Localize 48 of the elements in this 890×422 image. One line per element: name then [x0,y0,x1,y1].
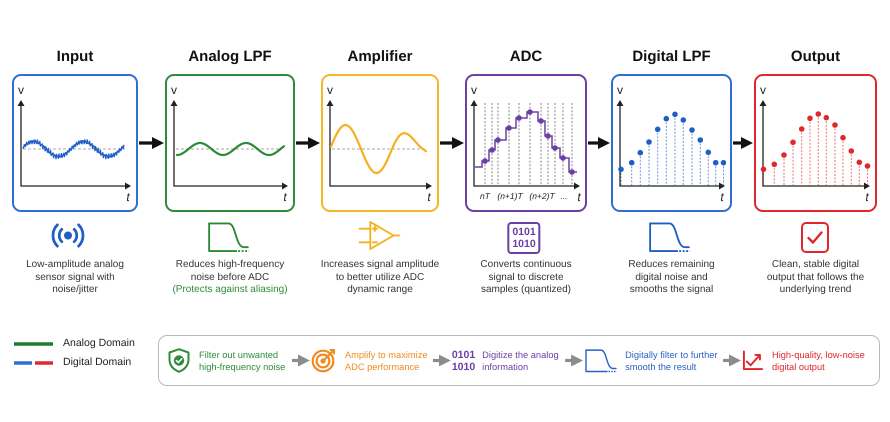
stage-description: Reduces high-frequency noise before ADC [174,259,286,284]
axis-label: v [760,83,766,97]
arrow [723,354,741,366]
stage-title: Input [56,48,94,66]
axis-label: t [577,190,581,204]
stage-description: (Protects against aliasing) [171,284,289,296]
axis-label: v [18,83,24,97]
step-caption: Digitize the analog information [482,348,560,372]
stage-title: Output [790,48,840,66]
tick-label: (n+1)T [497,191,523,201]
stage-description: Reduces remaining digital noise and smooths the signal [627,259,716,296]
axis-label: t [427,190,431,204]
tick-label: (n+2)T [529,191,555,201]
axis-label: v [471,83,477,97]
axis-label: t [126,190,130,204]
arrow [139,137,164,149]
step-caption: Digitally filter to further smooth the result [625,348,719,372]
axis-label: v [617,83,623,97]
arrow [292,354,310,366]
arrow [565,354,584,366]
binary-code-tile: 0101 1010 [507,222,541,254]
axis-label: v [171,83,177,97]
stage-description: Clean, stable digital output that follows the underlying trend [766,259,866,296]
arrow [733,137,753,149]
legend-label: Analog Domain [63,337,135,350]
stage-description: Increases signal amplitude to better utilize ADC dynamic range [320,259,440,296]
arrow [588,137,610,149]
step-caption: Filter out unwanted high-frequency noise [199,348,286,372]
axis-label: t [720,190,724,204]
axis-label: t [283,190,287,204]
summary-panel [158,335,880,386]
tick-label: nT [480,191,490,201]
stage-title: ADC [510,48,542,66]
step-caption: Amplify to maximize ADC performance [344,348,429,372]
legend-label: Digital Domain [63,356,132,369]
binary-code-text: 0101 1010 [452,348,476,372]
stage-description: Low-amplitude analog sensor signal with noise/jitter [25,259,125,296]
axis-label: v [327,83,333,97]
stage-title: Digital LPF [632,48,711,66]
arrow [440,137,464,149]
stage-description: Converts continuous signal to discrete samples (quantized) [479,259,573,296]
stage-title: Amplifier [348,48,412,66]
step-caption: High-quality, low-noise digital output [772,348,866,372]
stage-title: Analog LPF [188,48,272,66]
axis-label: t [865,190,869,204]
arrow [296,137,320,149]
arrow [432,354,451,366]
tick-label: ... [560,191,568,201]
